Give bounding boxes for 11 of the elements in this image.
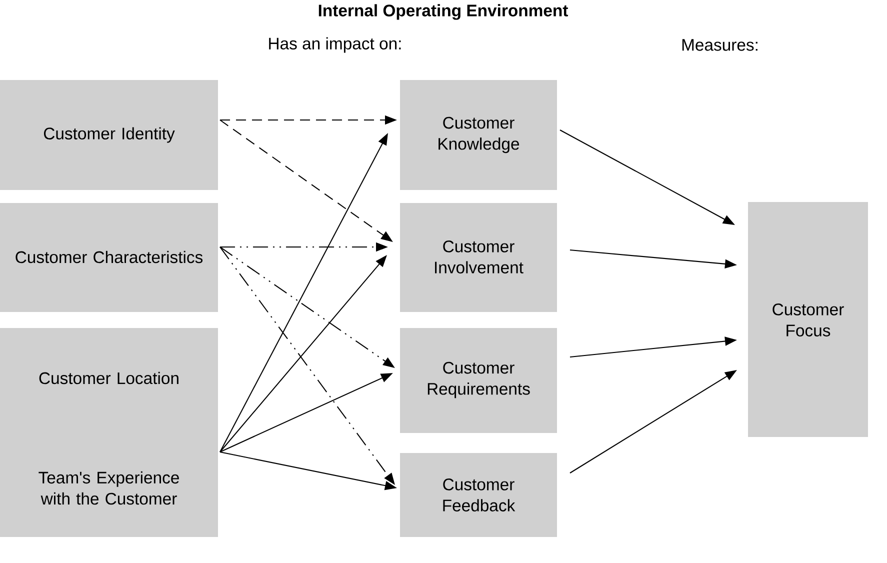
column-heading: Has an impact on: (269, 37, 401, 53)
process-box: Customer Knowledge (400, 80, 557, 190)
process-box: Customer Characteristics (0, 203, 218, 312)
column-heading: Measures: (682, 39, 758, 51)
process-box: Customer Focus (748, 202, 868, 437)
process-box: Customer Identity (0, 80, 218, 190)
title: Internal Operating Environment (318, 4, 568, 20)
process-box: Customer Location Team's Experience with the Customer (0, 328, 218, 537)
process-box: Customer Feedback (400, 453, 557, 537)
process-box: Customer Requirements (400, 328, 557, 433)
process-box: Customer Involvement (400, 203, 557, 312)
